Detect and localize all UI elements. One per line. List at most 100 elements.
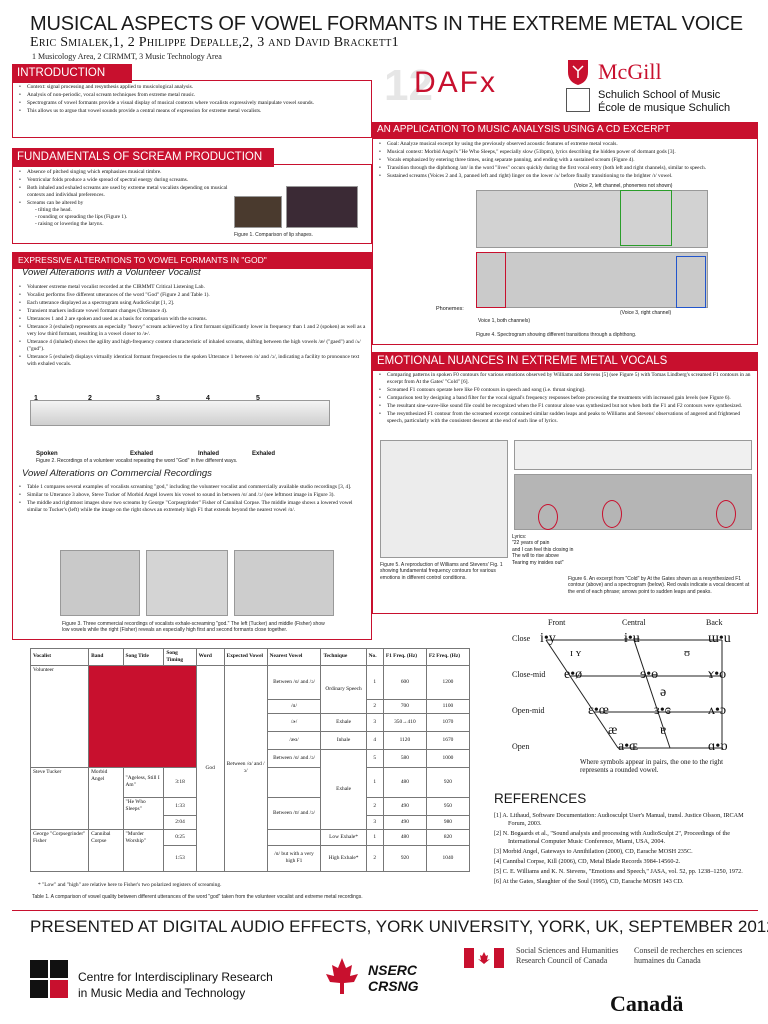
- table-cell-nearest: [266, 828, 322, 846]
- vowel-trapezoid: [545, 639, 723, 749]
- figure-6-contour: [514, 440, 752, 470]
- table-cell-nearest: [266, 766, 322, 798]
- table-cell-no: 1: [365, 766, 384, 798]
- table-cell-time: 1:33: [163, 796, 197, 816]
- cirmmt-square: [50, 960, 68, 978]
- alterations-item: Utterances 1 and 2 are spoken and used a…: [18, 316, 368, 323]
- figure-4-spectrogram-top: [476, 190, 708, 248]
- ipa-vowel-chart: Front Central Back Close Close-mid Open-…: [508, 618, 740, 778]
- emotional-item: Screamed F1 contours operate here like F…: [378, 387, 752, 394]
- table-cell-f1: 480: [382, 766, 427, 798]
- table-header: Song Timing: [163, 648, 197, 666]
- vowel-symbol: ʌ•ɔ: [708, 703, 727, 718]
- cirmmt-line-1: Centre for Interdisciplinary Research: [78, 970, 273, 984]
- alterations-list-commercial: Table 1 compares several examples of voc…: [18, 484, 368, 515]
- application-item: Musical context: Morbid Angel's "He Who …: [378, 149, 752, 156]
- table-row: Between /ɑ/ and /ɔ/ Exhale 5 580 1000: [31, 748, 471, 830]
- table-footnote: * "Low" and "high" are relative here to …: [38, 882, 222, 888]
- figure-3-caption: Figure 3. Three commercial recordings of…: [62, 621, 325, 634]
- canada-wordmark: Canadä: [610, 991, 684, 1016]
- table-cell-vocalist: Steve Tucker: [29, 766, 90, 830]
- intro-item: Analysis of non-periodic, vocal scream t…: [18, 92, 318, 99]
- dafx-year: 12: [384, 61, 433, 110]
- table-row: "He Who Sleeps" 1:33 Between /ʊ/ and /ɔ/…: [31, 796, 471, 830]
- table-cell-nearest: /ɑ/ but with a very high F1: [266, 844, 322, 872]
- cirmmt-logo: [30, 960, 70, 1000]
- application-heading: AN APPLICATION TO MUSIC ANALYSIS USING A…: [372, 122, 758, 139]
- emotional-box: [372, 368, 758, 614]
- vowel-symbol: ɐ: [660, 723, 667, 738]
- alterations-item: Transient markers indicate vowel formant…: [18, 308, 368, 315]
- vowel-symbol: ɨ•ʉ: [624, 631, 640, 646]
- reference-item: [1] A. Lithaud, Software Documentation: …: [494, 812, 744, 828]
- table-cell-song: "He Who Sleeps": [122, 796, 165, 830]
- figure-4-green-box: [620, 190, 672, 246]
- table-cell-technique: Inhale: [320, 730, 367, 750]
- table-row: /ɑ/ 2 700 1100: [31, 698, 471, 714]
- footer-divider: [12, 910, 758, 911]
- table-cell-time: 2:04: [163, 814, 197, 830]
- table-cell-band: Cannibal Corpse: [88, 828, 124, 872]
- table-cell-no: 1: [365, 664, 384, 700]
- table-cell-f1: 700: [382, 698, 427, 714]
- table-cell-time: 1:53: [163, 844, 197, 872]
- vowel-symbol: æ: [608, 723, 618, 738]
- fundamentals-subitem: rounding or spreading the lips (Figure 1…: [35, 214, 228, 221]
- vowel-chart-open-mid: Open-mid: [512, 706, 545, 715]
- figure-6-lyrics: Lyrics: "22 years of pain and I can feel…: [512, 534, 574, 566]
- table-cell-nearest: Between /ʊ/ and /ɔ/: [266, 796, 322, 830]
- figure-3-spectrogram-right: [234, 550, 334, 616]
- table-cell-no: 3: [365, 712, 384, 732]
- vowel-symbol: ʊ: [684, 647, 691, 659]
- vowel-chart-open: Open: [512, 742, 530, 751]
- alterations-item: Similar to Utterance 3 above, Steve Tuck…: [18, 492, 368, 499]
- poster-title: MUSICAL ASPECTS OF VOWEL FORMANTS IN THE…: [30, 13, 743, 35]
- table-header: No.: [365, 648, 384, 666]
- alterations-item: Each utterance displayed as a spectrogra…: [18, 300, 368, 307]
- table-cell-technique: Low Exhale*: [320, 828, 367, 846]
- alterations-subhead-volunteer: Vowel Alterations with a Volunteer Vocal…: [22, 267, 201, 278]
- table-cell-redacted: [88, 664, 197, 768]
- table-cell-f2: 820: [425, 828, 471, 846]
- references-list: [1] A. Lithaud, Software Documentation: …: [494, 812, 756, 889]
- fundamentals-box: [12, 164, 372, 244]
- vowel-symbol: ɪ ʏ: [570, 647, 582, 659]
- reference-item: [6] At the Gates, Slaughter of the Soul …: [494, 878, 684, 886]
- table-cell-no: 2: [365, 844, 384, 872]
- intro-item: This allows us to argue that vowel sound…: [18, 108, 318, 115]
- table-cell-no: 3: [365, 814, 384, 830]
- figure-6-caption: Figure 6. An excerpt from "Cold" by At t…: [568, 576, 750, 595]
- fundamentals-list: Absence of pitched singing which emphasi…: [18, 169, 228, 229]
- crsng-label: CRSNG: [368, 978, 419, 994]
- figure-4-caption: Figure 4. Spectrogram showing different …: [476, 332, 637, 338]
- schulich-en: Schulich School of Music: [598, 89, 721, 101]
- table-cell-nearest: /ɚ/: [266, 712, 322, 732]
- vowel-chart-note: Where symbols appear in pairs, the one t…: [580, 758, 724, 775]
- table-cell-time: 3:18: [163, 766, 197, 798]
- table-cell-f2: 1670: [425, 730, 471, 750]
- alterations-box: [12, 266, 372, 640]
- application-box: [372, 137, 758, 345]
- table-header: Nearest Vowel: [266, 648, 322, 666]
- intro-item: Context: signal processing and resynthes…: [18, 84, 318, 91]
- table-row: 1:53 /ɑ/ but with a very high F1 High Ex…: [31, 844, 471, 872]
- fundamentals-item: Both inhaled and exhaled screams are use…: [18, 185, 228, 199]
- table-cell-f1: 490: [382, 796, 427, 816]
- introduction-box: [12, 80, 372, 138]
- table-caption: Table 1. A comparison of vowel quality b…: [32, 894, 363, 900]
- vowel-chart-close-mid: Close-mid: [512, 670, 546, 679]
- poster-authors: Eric Smialek,1, 2 Philippe Depalle,2, 3 …: [30, 35, 399, 50]
- alterations-list-volunteer: Volunteer extreme metal vocalist recorde…: [18, 284, 368, 369]
- fundamentals-subitem: raising or lowering the larynx.: [35, 221, 228, 228]
- mcgill-wordmark: McGill: [598, 59, 662, 84]
- table-header: F1 Freq. (Hz): [382, 648, 427, 666]
- vowel-symbol: ɤ•o: [708, 667, 727, 682]
- figure-5-caption: Figure 5. A reproduction of Williams and…: [380, 562, 503, 581]
- table-cell-f1: 580: [382, 748, 427, 768]
- table-header: Band: [88, 648, 124, 666]
- vowel-chart-central: Central: [622, 618, 646, 627]
- figure-2-spectrograms: [30, 400, 330, 426]
- figure-2-number-1: 1: [34, 395, 38, 402]
- emotional-list: Comparing patterns in spoken F0 contours…: [378, 372, 752, 426]
- table-cell-nearest: Between /ɑ/ and /ɔ/: [266, 748, 322, 768]
